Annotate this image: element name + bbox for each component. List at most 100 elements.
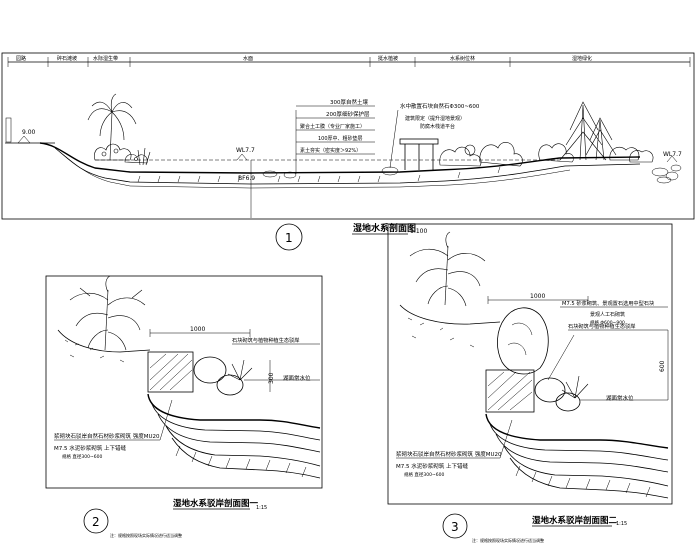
section-3-boulder (555, 392, 581, 412)
left-elevation: 9.00 (22, 129, 36, 136)
section-3-base-3 (495, 433, 669, 473)
zone-label: 水系树位林 (450, 55, 475, 62)
section-1: 园路 碎石滩坡 水际湿生带 水面 挺水植被 水系树位林 湿地绿化 9.00 WL… (1, 52, 695, 220)
section-3-wall (485, 369, 535, 413)
section-3-note-1: M7.5 砂浆砌筑、景观置石选用中型石块 (562, 299, 655, 307)
zone-label: 水际湿生带 (93, 55, 118, 62)
section-2-soil-texture (64, 339, 125, 363)
water-elevation: WL7.7 (236, 147, 255, 154)
section-3: 湖面常水位 1000 600 M7.5 砂浆砌筑、景观置石选用中型石块 景观人工… (387, 223, 673, 505)
section-2-base-5 (171, 437, 321, 479)
layer-label: 100厚中、粗砂垫层 (318, 135, 363, 142)
section-2-bottom-note-2: M7.5 水泥砂浆砌筑 上下错缝 (54, 444, 126, 452)
section-3-water-note: 湖面常水位 (606, 394, 634, 402)
section-2-base-4 (165, 425, 321, 467)
layer-callout-lines (296, 105, 375, 155)
section-2: 湖面常水位 1000 300 石块砌筑与植物种植生态驳岸 浆砌块石驳岸自然石材砂… (45, 275, 323, 489)
section-3-note-4: 石块砌筑与植物种植生态驳岸 (568, 322, 635, 330)
water-elevation-marker (236, 153, 248, 161)
section-2-base-2 (151, 403, 321, 441)
section-1-scale: 1:100 (410, 228, 427, 235)
section-3-dim-width: 1000 (530, 293, 545, 300)
section-2-title: 湿地水系驳岸剖面图一 (173, 498, 259, 509)
zone-ticks (7, 57, 691, 67)
right-elevation-marker (666, 155, 678, 163)
section-3-note-leader-diag (547, 334, 575, 381)
stone-note: 水中散置石块自然石Φ300~600 (400, 102, 480, 110)
section-2-frame (45, 275, 323, 489)
section-2-stone-note: 石块砌筑与植物种植生态驳岸 (232, 336, 299, 344)
section-2-boulder (193, 356, 227, 384)
section-1-title: 湿地水系剖面图 (353, 222, 416, 234)
section-1-frame (1, 52, 695, 220)
layer-label: 聚合土工膜（专业厂家施工） (300, 123, 365, 130)
shrub-right (439, 142, 523, 167)
conifer-trees (538, 101, 654, 163)
water-stone (381, 166, 399, 176)
section-2-footnote: 注：规格按照现场实际情况进行适当调整 (110, 532, 182, 538)
section-2-small-plant (227, 359, 253, 381)
section-3-base-4 (503, 445, 669, 487)
palm-tree (87, 93, 137, 161)
section-3-footnote: 注：规格按照现场实际情况进行适当调整 (472, 537, 544, 543)
section-2-scale: 1:15 (256, 505, 267, 511)
section-3-bottom-note-1: 浆砌块石驳岸自然石材砂浆砌筑 强度MU20 (396, 450, 502, 458)
section-3-base-hatch (515, 465, 651, 498)
reeds-left (137, 147, 151, 166)
bottom-elevation: BF6.9 (238, 175, 255, 182)
left-elevation-marker (17, 135, 31, 144)
layer-label: 素土夯实（密实度＞92%） (300, 147, 361, 154)
section-2-plant (69, 275, 146, 351)
section-3-bottom-note-3: 规格 直径300~600 (404, 471, 445, 478)
section-3-plant (409, 231, 486, 307)
layer-label: 300厚自然土壤 (330, 98, 368, 106)
platform-note-2: 防腐木栈道平台 (420, 123, 455, 130)
section-2-bottom-leader-diag (159, 399, 173, 441)
section-2-dim-width: 1000 (190, 326, 205, 333)
section-2-bottom-note-1: 浆砌块石驳岸自然石材砂浆砌筑 强度MU20 (54, 432, 160, 440)
section-3-scale: 1:15 (616, 521, 627, 527)
section-3-number: 3 (451, 520, 459, 534)
section-3-wall-hatch (487, 371, 533, 411)
section-1-number-circle (275, 223, 303, 251)
section-2-number: 2 (92, 515, 100, 529)
section-2-soil-surface (57, 329, 151, 353)
section-2-dim-height: 300 (268, 372, 275, 384)
zone-label: 湿地绿化 (572, 55, 592, 62)
section-3-small-plant (561, 375, 589, 399)
section-3-soil-texture (407, 317, 475, 348)
right-water-elevation: WL7.7 (663, 151, 682, 158)
section-2-wall (147, 351, 194, 393)
zone-label: 水面 (243, 55, 253, 62)
zone-label: 园路 (16, 55, 26, 62)
zone-label: 挺水植被 (378, 55, 398, 62)
section-3-boulder-texture (507, 322, 533, 356)
layer-hatch (137, 166, 501, 183)
section-3-soil-surface (399, 304, 501, 325)
section-3-note-2: 景观人工石砌筑 (590, 311, 625, 318)
section-2-base-hatch (175, 445, 307, 478)
platform-note: 建筑限定（提升湿地景观） (405, 115, 465, 122)
section-2-base-1 (147, 393, 321, 429)
layer-label: 200厚细砂保护层 (326, 110, 370, 118)
ground-profile (39, 142, 641, 174)
pergola (399, 138, 439, 170)
stone-leader (389, 109, 399, 169)
section-2-bottom-note-3: 规格 直径300~600 (62, 453, 103, 460)
section-3-boulder (534, 377, 566, 403)
section-3-dim-height: 600 (659, 360, 666, 372)
section-3-note-3: 规格 Φ600~900 (590, 319, 625, 326)
liner-layer (54, 147, 641, 185)
section-3-base-1 (485, 413, 669, 449)
sand-layer (59, 151, 571, 189)
section-3-bottom-leader-diag (499, 419, 513, 459)
section-3-big-boulder (497, 307, 549, 375)
section-3-title: 湿地水系驳岸剖面图二 (532, 515, 618, 526)
section-2-wall-hatch (149, 353, 193, 391)
section-2-base-3 (157, 413, 321, 453)
section-3-bottom-note-2: M7.5 水泥砂浆砌筑 上下错缝 (396, 462, 468, 470)
section-3-base-5 (509, 457, 669, 499)
bollard (5, 117, 12, 143)
section-3-number-circle (442, 513, 468, 539)
